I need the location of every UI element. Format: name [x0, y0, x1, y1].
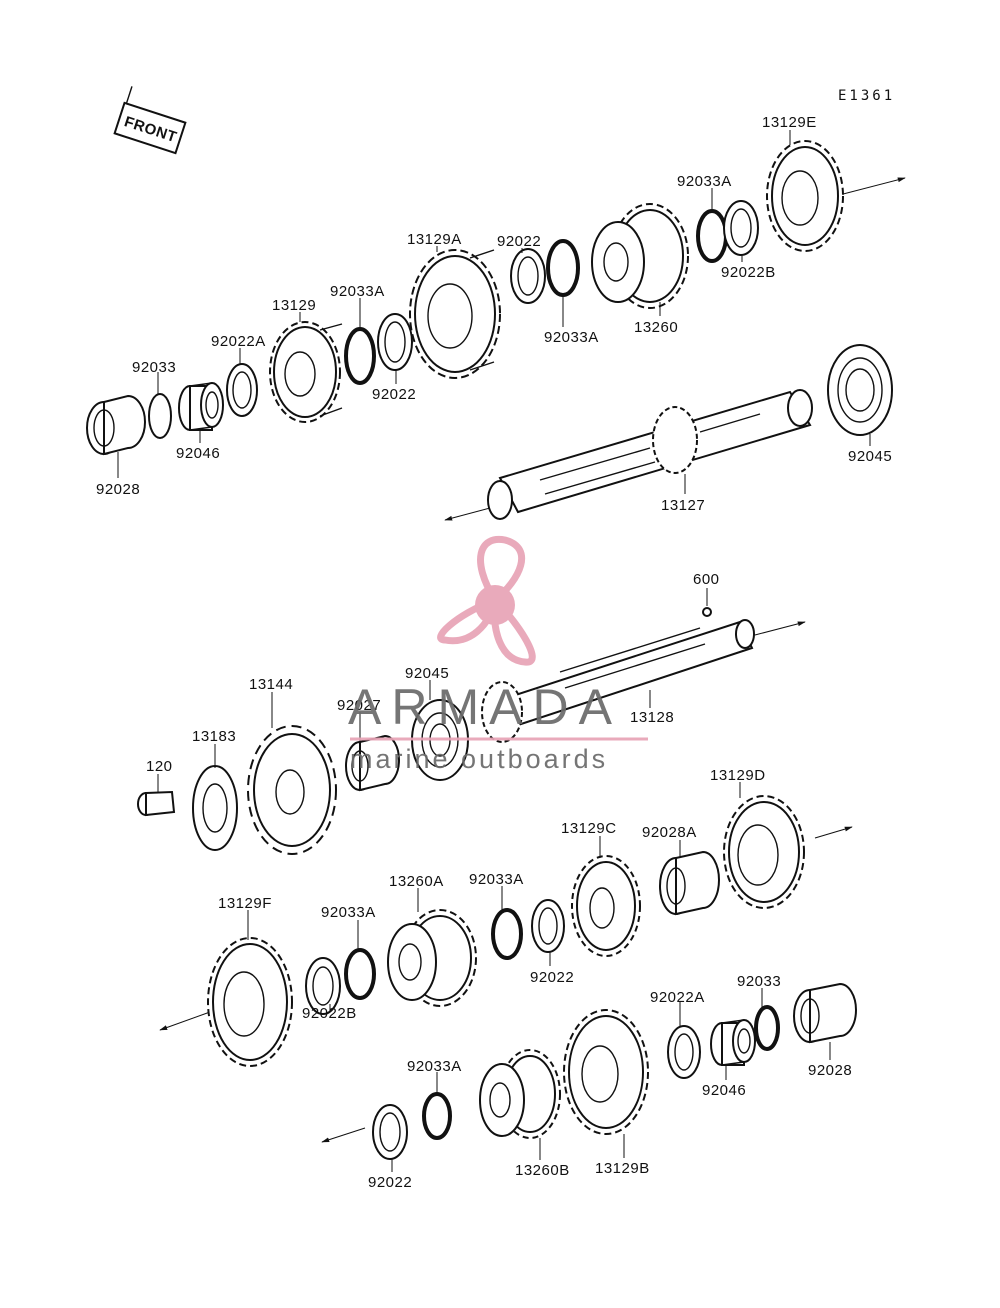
- part-circlip: [491, 908, 523, 960]
- part-label: 92033: [132, 359, 176, 376]
- part-label: 92022: [497, 233, 541, 250]
- part-label: 92033: [737, 973, 781, 990]
- part-label: 13129D: [710, 767, 766, 784]
- upper-leader-lines: [117, 130, 871, 494]
- part-circlip: [696, 209, 728, 263]
- part-dual-gear: [479, 1049, 561, 1139]
- axis-arrow-right: [754, 621, 806, 636]
- part-label: 13129: [272, 297, 316, 314]
- part-bushing: [793, 982, 857, 1044]
- part-label: 13129A: [407, 231, 462, 248]
- part-washer: [305, 957, 341, 1015]
- watermark-brand: ARMADA: [348, 679, 622, 735]
- lower-leader-lines: [157, 588, 831, 1172]
- part-label: 120: [146, 758, 173, 775]
- part-label: 92028A: [642, 824, 697, 841]
- part-label: 92022A: [211, 333, 266, 350]
- part-circlip: [546, 239, 580, 297]
- part-washer: [531, 899, 565, 953]
- part-label: 13127: [661, 497, 705, 514]
- part-label: 92028: [96, 481, 140, 498]
- part-label: 13144: [249, 676, 293, 693]
- part-label: 92033A: [407, 1058, 462, 1075]
- part-bushing: [659, 850, 720, 916]
- watermark: ARMADA marine outboards: [348, 535, 648, 774]
- part-circlip: [344, 948, 376, 1000]
- part-gear: [269, 321, 343, 423]
- part-lock-plate: [192, 765, 238, 851]
- part-ball-bearing: [827, 344, 893, 436]
- ref-code: E1361: [838, 88, 895, 104]
- upper-assembly: 92028 92033 92046 92022A 13129 92033A 92…: [86, 114, 906, 521]
- part-label: 13129F: [218, 895, 272, 912]
- part-drive-shaft: [481, 607, 755, 743]
- part-gear: [207, 937, 293, 1067]
- axis-arrow-right: [814, 826, 853, 839]
- watermark-tagline: marine outboards: [350, 744, 608, 774]
- part-label: 92033A: [321, 904, 376, 921]
- part-washer: [667, 1025, 701, 1079]
- part-washer: [723, 200, 759, 256]
- part-label: 13129C: [561, 820, 617, 837]
- axis-arrow-left: [321, 1127, 366, 1143]
- part-label: 92022: [368, 1174, 412, 1191]
- axis-arrow-left: [159, 1011, 211, 1031]
- part-label: 92033A: [677, 173, 732, 190]
- part-washer: [372, 1104, 408, 1160]
- part-label: 13260B: [515, 1162, 570, 1179]
- part-label: 92046: [176, 445, 220, 462]
- part-circlip: [344, 327, 376, 385]
- part-washer: [226, 363, 258, 417]
- part-label: 13128: [630, 709, 674, 726]
- part-needle-bearing: [710, 1019, 756, 1066]
- part-gear: [563, 1009, 649, 1135]
- part-label: 92022: [530, 969, 574, 986]
- part-collar: [345, 734, 400, 792]
- part-label: 92027: [337, 697, 381, 714]
- upper-part-labels: 92028 92033 92046 92022A 13129 92033A 92…: [96, 114, 892, 514]
- part-dual-gear: [387, 909, 477, 1007]
- part-label: 92022B: [302, 1005, 357, 1022]
- part-bolt: [137, 790, 176, 817]
- part-label: 13129E: [762, 114, 817, 131]
- part-label: 13183: [192, 728, 236, 745]
- part-circlip: [148, 393, 172, 439]
- part-label: 92028: [808, 1062, 852, 1079]
- part-dual-gear: [591, 203, 689, 309]
- part-bushing: [86, 394, 146, 456]
- part-label: 600: [693, 571, 720, 588]
- part-label: 13129B: [595, 1160, 650, 1177]
- lower-part-labels: 600 13128 92045 92027 13144 13183 120 13…: [146, 571, 852, 1191]
- part-circlip: [754, 1005, 780, 1051]
- part-label: 13260: [634, 319, 678, 336]
- front-direction-badge: FRONT: [113, 86, 187, 155]
- part-gear: [409, 249, 501, 379]
- part-label: 92022B: [721, 264, 776, 281]
- part-needle-bearing: [178, 382, 224, 431]
- part-label: 92022: [372, 386, 416, 403]
- part-label: 13260A: [389, 873, 444, 890]
- part-label: 92045: [848, 448, 892, 465]
- part-gear: [766, 140, 844, 252]
- part-label: 92033A: [544, 329, 599, 346]
- part-gear: [723, 795, 805, 909]
- part-label: 92033A: [469, 871, 524, 888]
- part-label: 92046: [702, 1082, 746, 1099]
- part-washer: [377, 313, 413, 371]
- part-label: 92033A: [330, 283, 385, 300]
- part-sprocket: [247, 725, 337, 855]
- propeller-logo-icon: [437, 535, 536, 666]
- part-label: 92022A: [650, 989, 705, 1006]
- part-output-shaft: [487, 389, 813, 520]
- lower-assembly: 600 13128 92045 92027 13144 13183 120 13…: [137, 571, 857, 1191]
- part-label: 92045: [405, 665, 449, 682]
- part-gear: [571, 855, 641, 957]
- part-circlip: [422, 1092, 452, 1140]
- part-washer: [510, 248, 546, 304]
